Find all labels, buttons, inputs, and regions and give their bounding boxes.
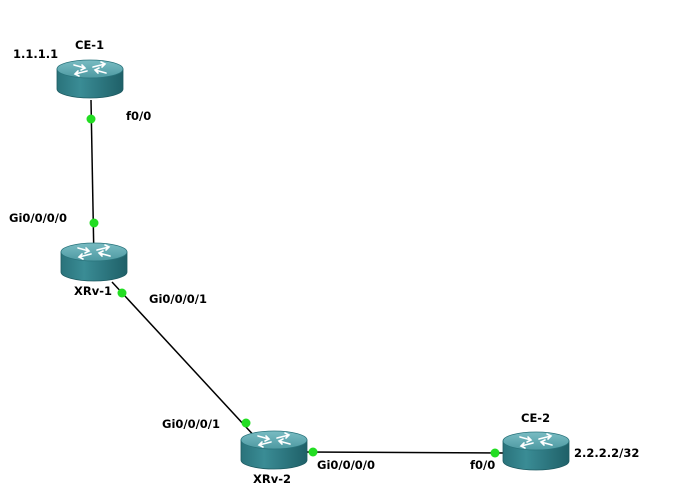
port-label-ce2-f0-0: f0/0 xyxy=(470,458,495,472)
port-dot-icon[interactable] xyxy=(86,114,96,124)
port-label-xrv1-gi0-0-0-0: Gi0/0/0/0 xyxy=(9,211,67,225)
links-layer xyxy=(90,99,506,454)
router-icon xyxy=(60,242,128,282)
router-icon xyxy=(502,431,570,471)
port-label-xrv2-gi0-0-0-1: Gi0/0/0/1 xyxy=(162,417,220,431)
router-name-ce1: CE-1 xyxy=(75,38,104,52)
link-xrv2-ce2[interactable] xyxy=(304,451,506,454)
router-name-ce2: CE-2 xyxy=(521,411,550,425)
port-dot-icon[interactable] xyxy=(117,288,127,298)
address-ce1: 1.1.1.1 xyxy=(13,47,58,61)
router-icon xyxy=(240,430,308,470)
port-dot-icon[interactable] xyxy=(241,418,251,428)
ports-layer xyxy=(86,114,500,458)
router-xrv2[interactable] xyxy=(240,430,308,470)
port-label-xrv2-gi0-0-0-0: Gi0/0/0/0 xyxy=(317,458,375,472)
router-icon xyxy=(56,59,124,99)
port-dot-icon[interactable] xyxy=(490,448,500,458)
port-label-xrv1-gi0-0-0-1: Gi0/0/0/1 xyxy=(149,292,207,306)
port-label-ce1-f0-0: f0/0 xyxy=(126,109,151,123)
router-ce1[interactable] xyxy=(56,59,124,99)
router-ce2[interactable] xyxy=(502,431,570,471)
link-ce1-xrv1[interactable] xyxy=(90,99,95,263)
port-dot-icon[interactable] xyxy=(308,447,318,457)
router-name-xrv2: XRv-2 xyxy=(253,472,291,486)
port-dot-icon[interactable] xyxy=(89,218,99,228)
router-xrv1[interactable] xyxy=(60,242,128,282)
link-xrv1-xrv2[interactable] xyxy=(111,281,259,441)
address-ce2: 2.2.2.2/32 xyxy=(574,446,639,460)
router-name-xrv1: XRv-1 xyxy=(74,284,112,298)
